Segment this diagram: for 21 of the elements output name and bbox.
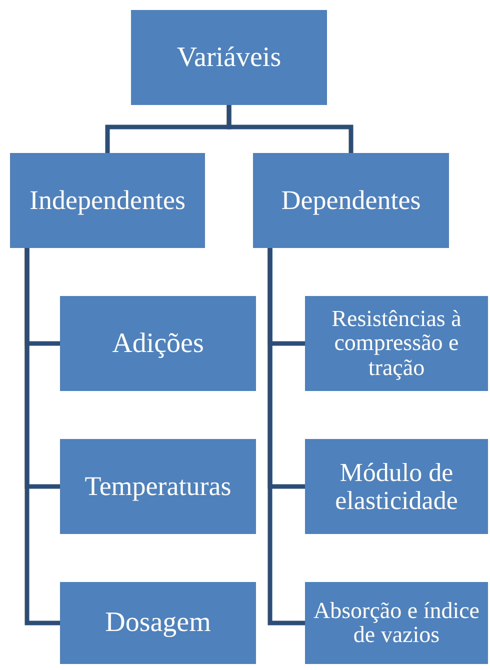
box-label: Absorção e índice de vazios (312, 598, 481, 648)
box-label: Variáveis (176, 42, 282, 72)
process-box (60, 439, 256, 534)
connector-line (226, 105, 354, 153)
box-label: Dosagem (105, 608, 211, 638)
connector-line (24, 248, 60, 626)
box-label: Independentes (30, 186, 186, 215)
box-label: Resistências à compressão e tração (330, 307, 462, 380)
box-label: Módulo de elasticidade (334, 459, 459, 514)
process-box (305, 582, 488, 664)
process-box (253, 153, 449, 248)
box-label: Dependentes (281, 186, 421, 215)
box-label: Adições (112, 328, 204, 358)
process-box (305, 439, 488, 534)
connector-line (268, 248, 305, 626)
process-box (60, 582, 256, 664)
process-box (10, 153, 205, 248)
box-label: Temperaturas (84, 472, 232, 501)
process-box (131, 10, 327, 105)
process-box (305, 296, 488, 391)
process-box (60, 296, 256, 391)
